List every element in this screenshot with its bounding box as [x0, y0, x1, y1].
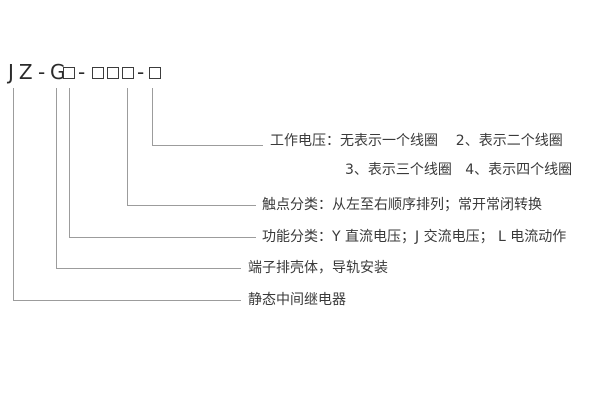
- connector-working-voltage: [152, 88, 263, 146]
- code-box-contact-1: [92, 67, 104, 79]
- code-box-voltage: [149, 67, 161, 79]
- code-dash-1: -: [38, 60, 51, 84]
- label-working-voltage-line2: 3、表示三个线圈 4、表示四个线圈: [345, 162, 573, 178]
- label-contact-class: 触点分类：从左至右顺序排列；常开常闭转换: [262, 197, 542, 213]
- connector-function-class: [69, 88, 256, 238]
- code-dash-2: -: [78, 60, 91, 84]
- label-housing: 端子排壳体，导轨安装: [248, 260, 388, 276]
- code-letter-g: G: [50, 60, 71, 84]
- code-prefix-jz: JZ: [8, 60, 38, 84]
- code-box-function: [63, 67, 75, 79]
- label-relay-type: 静态中间继电器: [248, 292, 346, 308]
- label-working-voltage-line1: 工作电压：无表示一个线圈 2、表示二个线圈: [270, 133, 563, 149]
- label-function-class: 功能分类：Y 直流电压；J 交流电压； L 电流动作: [262, 229, 567, 245]
- connector-contact-class: [127, 88, 256, 206]
- connector-relay-type: [13, 88, 241, 301]
- connector-housing: [56, 88, 241, 269]
- code-box-contact-2: [107, 67, 119, 79]
- code-box-contact-3: [122, 67, 134, 79]
- code-dash-3: -: [137, 60, 150, 84]
